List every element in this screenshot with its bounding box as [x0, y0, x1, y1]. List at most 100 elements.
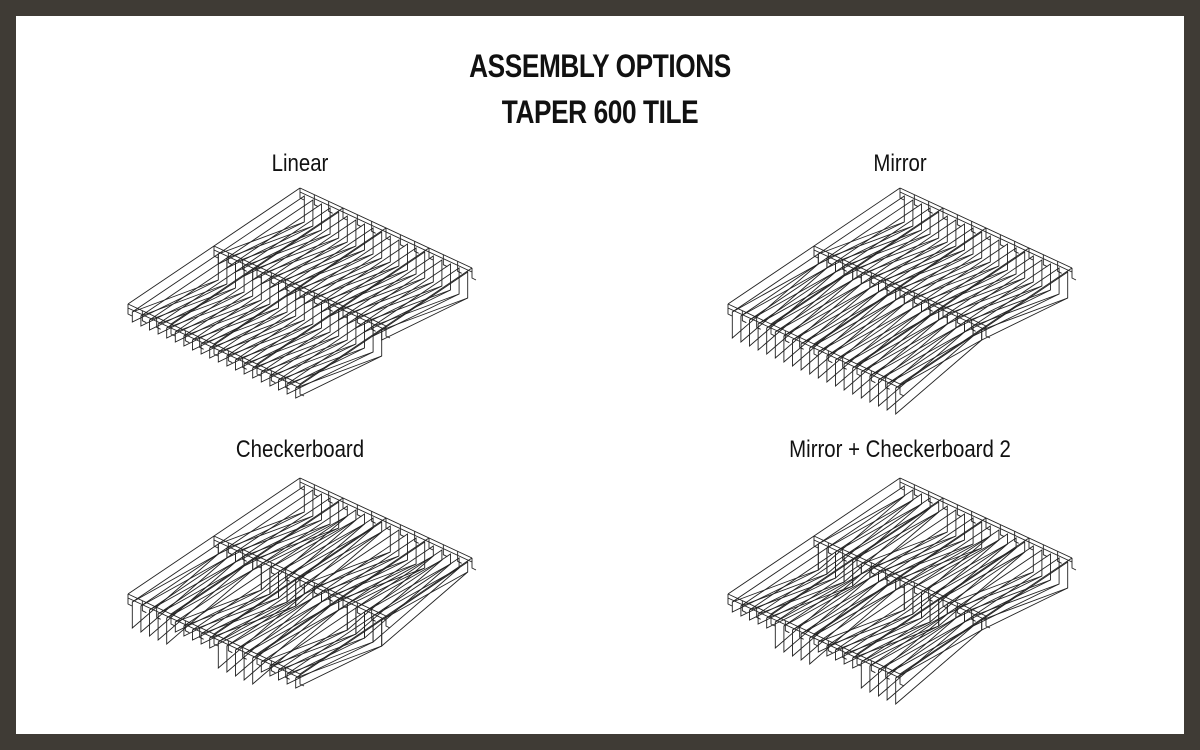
blade-diagonal	[912, 539, 1000, 589]
blade-diagonal	[235, 519, 322, 553]
blade-diagonal	[286, 253, 374, 287]
cross-rail-line	[856, 247, 1030, 365]
blade-diagonal	[304, 261, 391, 295]
blade-diagonal	[947, 281, 1034, 315]
blade-diagonal	[843, 507, 931, 557]
hanger-tab	[313, 292, 319, 306]
hanger-tab	[199, 627, 204, 640]
hanger-tab	[371, 609, 376, 622]
blade-diagonal	[183, 303, 271, 337]
blade-diagonal	[895, 257, 982, 291]
blade-diagonal	[835, 617, 922, 651]
hanger-tab	[270, 370, 276, 384]
sheet-subtitle: TAPER 600 TILE	[501, 94, 699, 130]
hanger-tab	[985, 518, 991, 531]
blade-diagonal	[355, 285, 443, 319]
hanger-tab	[913, 292, 919, 306]
hanger-tab	[913, 582, 919, 596]
tile-blade	[740, 257, 828, 343]
tile-blade	[174, 273, 262, 343]
tile-blade	[295, 619, 383, 689]
blade-diagonal	[861, 613, 948, 663]
blade-diagonal	[132, 553, 219, 603]
blade-diagonal	[286, 351, 374, 385]
blade-diagonal	[775, 283, 862, 333]
tile-blade	[183, 567, 271, 637]
tile-blade	[766, 269, 854, 355]
hanger-tab	[727, 304, 733, 317]
cross-rail-line	[256, 247, 430, 365]
tile-blade	[252, 309, 340, 379]
blade-diagonal	[338, 567, 425, 601]
blade-diagonal	[183, 593, 271, 627]
blade-diagonal	[852, 319, 939, 369]
hanger-tab	[313, 194, 319, 208]
tile-blade	[200, 575, 288, 645]
blade-diagonal	[757, 581, 845, 615]
blade-diagonal	[286, 527, 374, 577]
blade-diagonal	[835, 229, 922, 263]
blade-diagonal	[869, 327, 957, 377]
blade-diagonal	[861, 323, 948, 373]
tile-blade	[800, 285, 888, 371]
assembly-linear-drawing	[127, 187, 477, 399]
blade-diagonal	[964, 579, 1051, 613]
hanger-tab	[156, 317, 161, 330]
blade-diagonal	[218, 221, 305, 255]
blade-diagonal	[964, 289, 1051, 323]
blade-diagonal	[209, 315, 296, 349]
blade-diagonal	[200, 601, 288, 635]
blade-diagonal	[921, 269, 1008, 303]
blade-diagonal	[372, 293, 460, 327]
hanger-tab	[899, 188, 905, 201]
blade-diagonal	[261, 515, 348, 565]
blade-diagonal	[792, 291, 879, 341]
blade-diagonal	[852, 511, 939, 561]
blade-diagonal	[947, 571, 1034, 605]
hanger-tab	[242, 647, 247, 660]
cross-rail-line	[770, 207, 944, 325]
hanger-tab	[342, 208, 348, 221]
hanger-tab	[270, 272, 276, 286]
hanger-tab	[784, 620, 790, 634]
blade-diagonal	[938, 551, 1025, 601]
hanger-tab	[870, 660, 876, 674]
hanger-tab	[285, 377, 290, 390]
hanger-tab	[285, 279, 290, 292]
hanger-tab	[399, 524, 405, 538]
blade-diagonal	[269, 519, 357, 569]
cross-rail-line	[170, 497, 344, 615]
blade-diagonal	[252, 335, 339, 369]
hanger-tab	[385, 518, 391, 531]
blade-diagonal	[749, 577, 836, 611]
blade-diagonal	[878, 331, 965, 381]
tile-blade	[131, 543, 219, 629]
hanger-tab	[1071, 558, 1077, 571]
blade-diagonal	[981, 587, 1068, 621]
tile-blade	[226, 297, 314, 367]
tile-blade	[835, 591, 922, 661]
hanger-tab	[899, 478, 905, 491]
blade-diagonal	[243, 605, 331, 655]
hanger-tab	[213, 536, 219, 549]
blade-diagonal	[200, 311, 288, 345]
tile-blade	[260, 603, 348, 673]
hanger-tab	[285, 667, 290, 680]
hanger-tab	[813, 246, 819, 259]
blade-diagonal	[355, 559, 443, 609]
tile-blade	[183, 277, 271, 347]
tile-blade	[166, 269, 254, 339]
tile-blade	[835, 301, 922, 387]
hanger-tab	[184, 620, 190, 634]
tile-blade	[731, 543, 819, 613]
hanger-tab	[928, 491, 933, 504]
tile-blade	[278, 321, 365, 391]
hanger-tab	[227, 640, 233, 654]
hanger-tab	[885, 569, 890, 582]
hanger-tab	[1057, 551, 1062, 564]
tile-blade	[757, 555, 845, 625]
hanger-tab	[827, 542, 833, 556]
tile-blade	[157, 555, 245, 641]
hanger-tab	[328, 589, 333, 602]
hanger-tab	[342, 498, 348, 511]
